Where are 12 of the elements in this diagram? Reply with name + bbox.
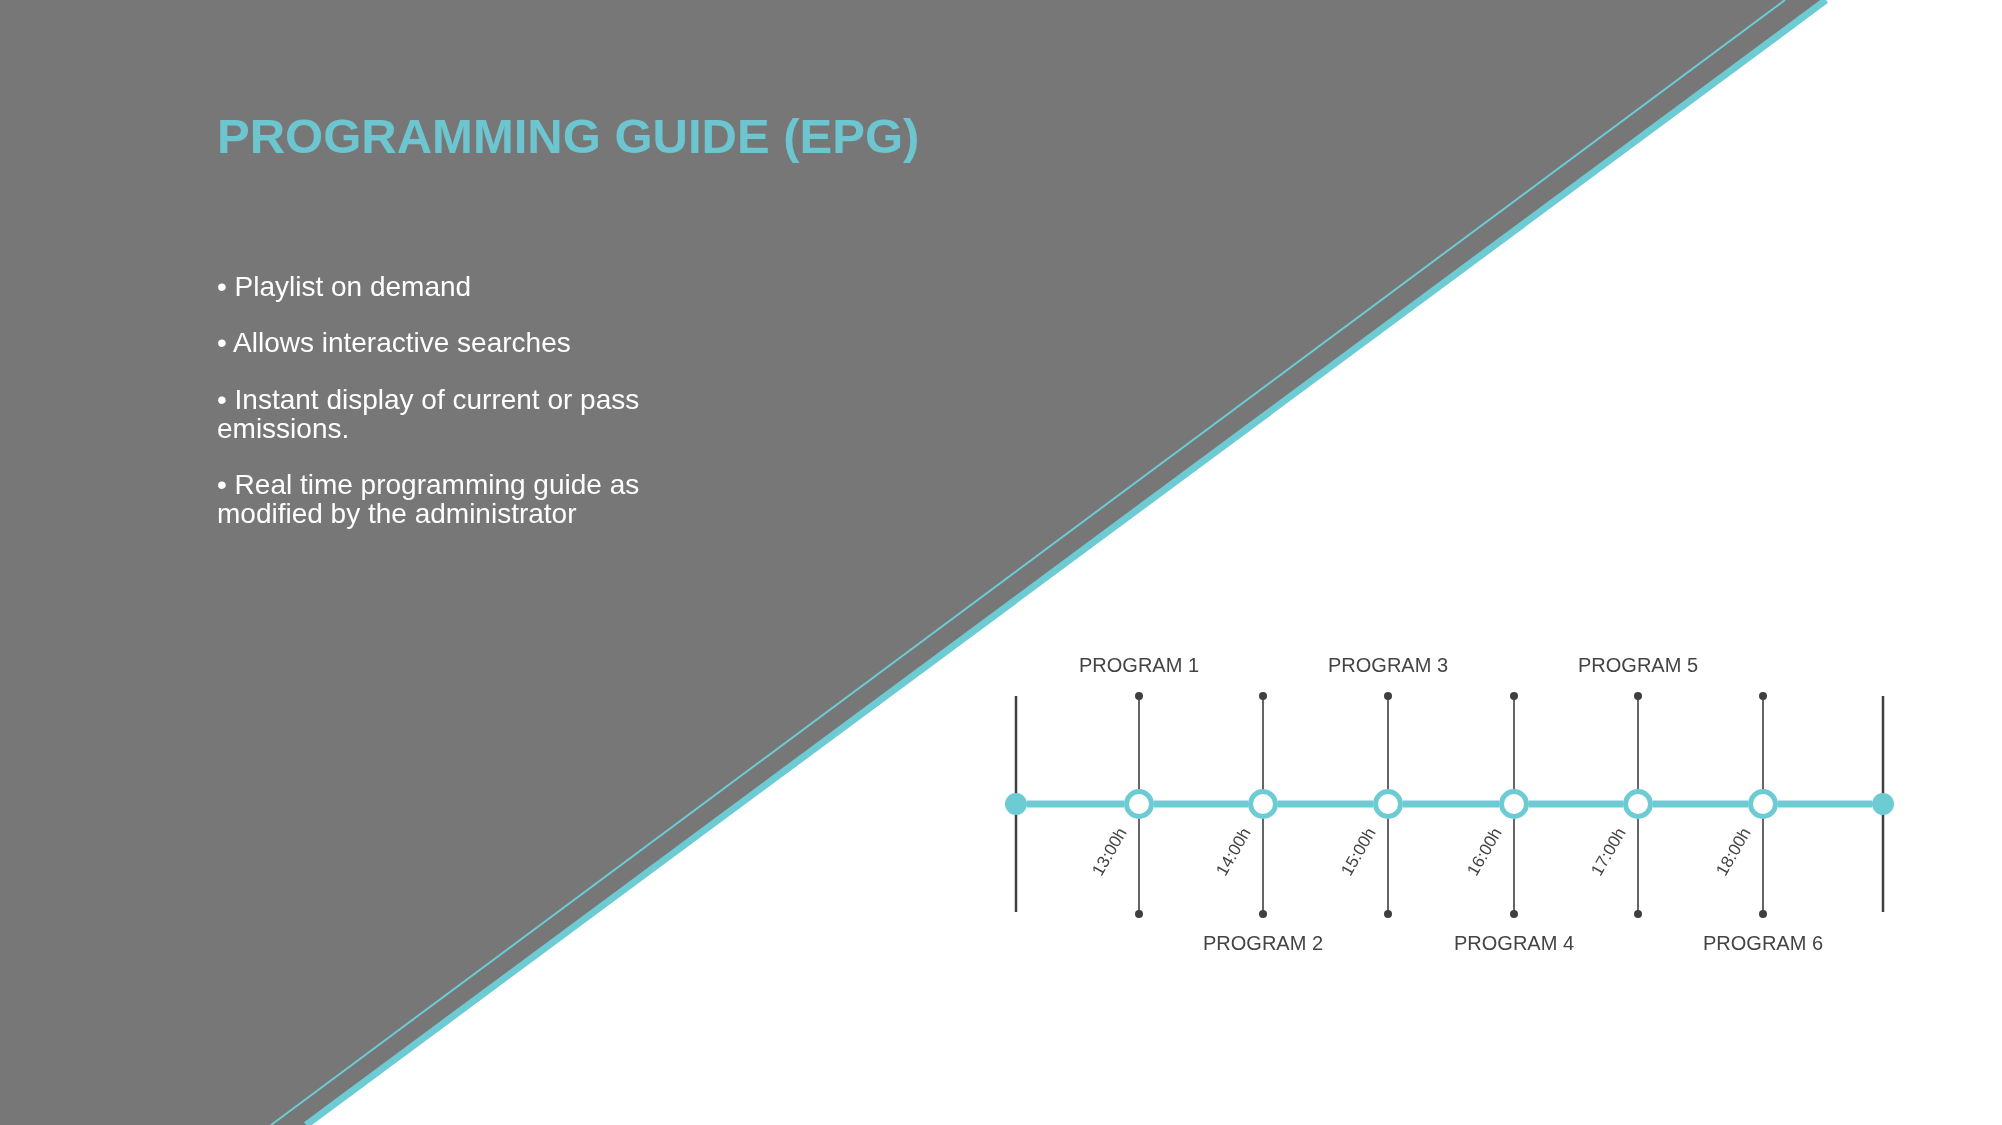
program-label: PROGRAM 3 [1328, 653, 1448, 677]
timeline-segment [1778, 800, 1872, 808]
bullet-text: • Real time programming guide as modified by the administrator [217, 470, 641, 528]
bullet-text: • Allows interactive searches [217, 328, 572, 357]
program-label: PROGRAM 1 [1079, 653, 1199, 677]
program-label: PROGRAM 2 [1203, 931, 1323, 955]
program-label: PROGRAM 5 [1578, 653, 1698, 677]
bullet-text: • Instant display of current or pass emissions. [217, 385, 641, 443]
bullet-text: • Playlist on demand [217, 272, 473, 301]
program-label: PROGRAM 6 [1703, 931, 1823, 955]
title: PROGRAMMING GUIDE (EPG) [217, 108, 920, 164]
program-label: PROGRAM 4 [1454, 931, 1574, 955]
